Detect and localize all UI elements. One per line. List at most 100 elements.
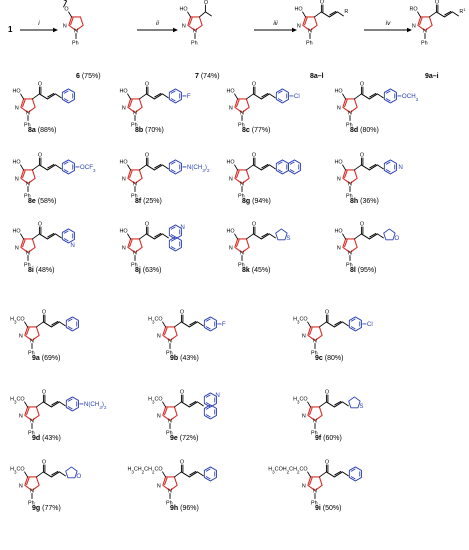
compound-id: 9g <box>32 505 40 512</box>
n-atom: N <box>229 245 233 251</box>
step-arrow-ii: ii <box>137 20 178 33</box>
step-label: ii <box>156 20 159 27</box>
phenyl-label: Ph <box>166 501 173 507</box>
substituent-pyridin-4-yl: N <box>383 159 403 175</box>
compound-yield: (72%) <box>178 435 199 442</box>
n-atom: N <box>168 489 172 495</box>
n-atom: N <box>182 23 186 29</box>
n-atom: N <box>168 419 172 425</box>
n-atom: N <box>193 29 197 35</box>
intermediate-caption: 7 (74%) <box>195 73 220 80</box>
substituent-aryl: F <box>168 88 191 104</box>
phenyl-label: Ph <box>131 123 138 129</box>
hydroxy-group: HO <box>294 6 302 12</box>
compound-caption: 8k (45%) <box>242 267 270 274</box>
carbonyl-oxygen: O <box>360 81 364 87</box>
hydroxy-group: HO <box>334 159 342 165</box>
hydroxy-group: HO <box>119 88 127 94</box>
compound-yield: (69%) <box>40 355 61 362</box>
substituent-thienyl: S <box>275 228 291 242</box>
para-substituent: Cl <box>294 93 300 100</box>
n-atom: N <box>229 105 233 111</box>
n-atom: N <box>240 182 244 188</box>
compound-yield: (25%) <box>141 198 162 205</box>
n-atom: N <box>15 245 19 251</box>
phenyl-label: Ph <box>28 501 35 507</box>
compound-yield: (43%) <box>178 355 199 362</box>
n-atom: N <box>74 29 78 35</box>
step-arrow-i: i <box>20 20 58 33</box>
compound-yield: (77%) <box>40 505 61 512</box>
intermediate-caption: 9a–i <box>425 73 439 80</box>
compound-yield: (50%) <box>321 505 342 512</box>
carbonyl-oxygen: O <box>252 152 256 158</box>
substituent-aryl: F <box>203 316 226 332</box>
hydroxy-group: HO <box>119 159 127 165</box>
phenyl-label: Ph <box>238 123 245 129</box>
phenyl-label: Ph <box>306 41 313 47</box>
carbonyl-oxygen: O <box>42 459 46 465</box>
carbonyl-oxygen: O <box>38 152 42 158</box>
n-atom: N <box>240 251 244 257</box>
compound-id: 8a <box>28 127 36 134</box>
n-atom: N <box>157 413 161 419</box>
alkoxy-group: H3CO <box>10 396 25 404</box>
phenyl-label: Ph <box>24 194 31 200</box>
compound-id: 8i <box>28 267 34 274</box>
hydroxy-group: HO <box>12 88 20 94</box>
substituent-quinolinyl: N <box>168 224 185 252</box>
compound-caption: 9i (50%) <box>315 505 341 512</box>
compound-id: 8e <box>28 198 36 205</box>
phenyl-label: Ph <box>28 431 35 437</box>
hydroxy-group: HO <box>226 88 234 94</box>
carbonyl-oxygen: O <box>325 389 329 395</box>
para-substituent: Cl <box>367 321 373 328</box>
phenyl-label: Ph <box>346 263 353 269</box>
phenyl-label: Ph <box>311 351 318 357</box>
compound-yield: (58%) <box>36 198 57 205</box>
carbonyl-oxygen: O <box>38 81 42 87</box>
compound-id: 9d <box>32 435 40 442</box>
n-atom: N <box>30 489 34 495</box>
n-atom: N <box>26 251 30 257</box>
compound-yield: (45%) <box>250 267 271 274</box>
substituent-phenyl <box>348 466 362 482</box>
compound-yield: (75%) <box>80 73 101 80</box>
hydroxy-group: HO <box>334 88 342 94</box>
phenyl-label: Ph <box>238 263 245 269</box>
alkoxy-group: H3CO <box>293 396 308 404</box>
compound-caption: 9a (69%) <box>32 355 60 362</box>
hydroxy-group: HO <box>226 228 234 234</box>
n-atom: N <box>26 182 30 188</box>
n-atom: N <box>133 182 137 188</box>
compound-id: 9e <box>170 435 178 442</box>
substituent-thienyl: S <box>348 396 364 410</box>
substituent-furyl: O <box>383 228 399 242</box>
substituent-aryl: OCF3 <box>61 159 96 175</box>
substituent-aryl: OCH3 <box>383 88 419 104</box>
n-atom: N <box>337 176 341 182</box>
n-atom: N <box>30 419 34 425</box>
para-substituent: OCF3 <box>80 164 96 173</box>
phenyl-label: Ph <box>131 263 138 269</box>
n-atom: N <box>19 413 23 419</box>
n-atom: N <box>302 413 306 419</box>
carbonyl-oxygen: O <box>360 152 364 158</box>
phenyl-label: Ph <box>311 501 318 507</box>
carbonyl-oxygen: O <box>180 309 184 315</box>
compound-id: 9i <box>315 505 321 512</box>
r1-group: R1 <box>459 6 466 15</box>
compound-yield: (94%) <box>250 198 271 205</box>
alkoxy-group: H3CO <box>10 316 25 324</box>
compound-caption: 9c (80%) <box>315 355 343 362</box>
compound-id: 9f <box>315 435 322 442</box>
compound-id: 8k <box>242 267 250 274</box>
carbonyl-oxygen: O <box>42 389 46 395</box>
substituent-aryl: N(CH3)2 <box>65 396 107 412</box>
n-atom: N <box>348 111 352 117</box>
